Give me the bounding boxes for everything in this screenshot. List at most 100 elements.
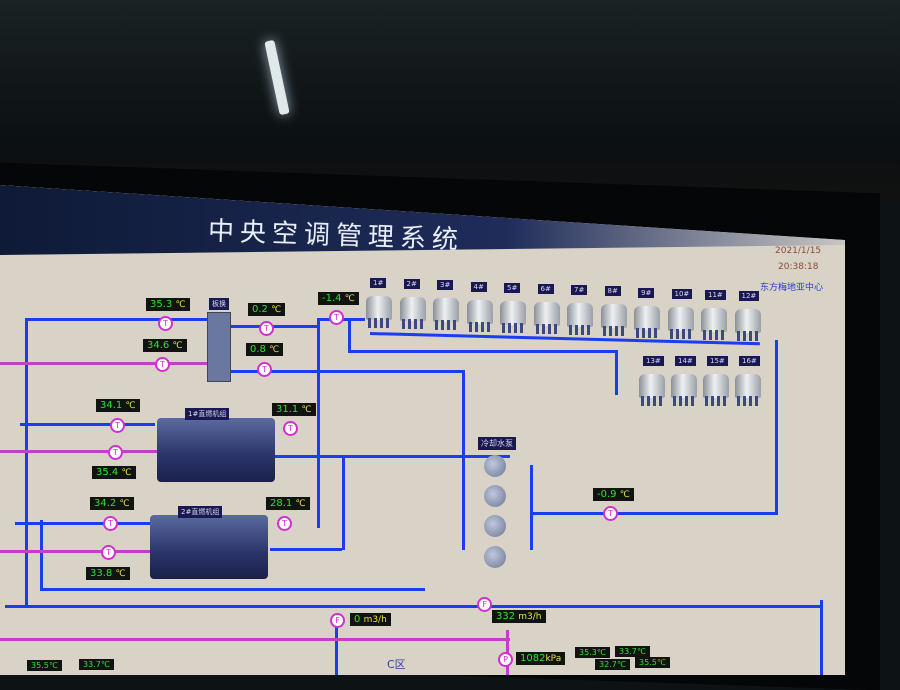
temp-readout: -1.4 ℃ [318, 292, 359, 305]
cooling-tower[interactable] [637, 368, 667, 406]
cooling-tower-label: 8# [604, 286, 621, 297]
temp-readout: 0.2 ℃ [248, 303, 286, 316]
pressure-readout: 1082kPa [516, 652, 566, 665]
tower-legs [669, 328, 692, 339]
cooling-tower-label: 9# [638, 287, 655, 298]
date: 2021/1/15 [775, 246, 822, 256]
pipe [5, 605, 820, 608]
cooling-tower[interactable] [669, 368, 699, 406]
cooling-tower-label: 6# [537, 284, 554, 294]
cooling-tower[interactable] [398, 291, 428, 330]
pipe-hot [0, 450, 160, 453]
temperature-sensor[interactable]: T [155, 357, 170, 372]
chiller-1[interactable] [157, 418, 275, 482]
flow-readout: 0 m3/h [350, 613, 391, 626]
manifold-label: 板换 [209, 298, 229, 310]
pipe [775, 340, 778, 515]
pipe [530, 465, 533, 550]
temperature-sensor[interactable]: T [277, 516, 292, 531]
cooling-tower[interactable] [565, 297, 595, 336]
chiller-1-label: 1#直燃机组 [185, 408, 230, 420]
tower-legs [502, 322, 524, 333]
tower-body [639, 374, 665, 398]
flow-readout: 332 m3/h [492, 610, 546, 623]
temperature-sensor[interactable]: T [103, 516, 118, 531]
tower-body [567, 303, 593, 328]
cooling-tower[interactable] [699, 302, 729, 340]
tower-legs [705, 396, 727, 406]
pipe [270, 548, 342, 551]
cooling-tower[interactable] [666, 301, 696, 339]
cooling-tower[interactable] [733, 303, 763, 342]
pump-2[interactable] [484, 485, 506, 507]
temp-readout: 35.3 ℃ [146, 298, 190, 311]
pump-4[interactable] [484, 546, 506, 568]
cooling-tower[interactable] [364, 290, 394, 328]
tower-body [466, 299, 493, 324]
cooling-tower-label: 1# [370, 278, 387, 288]
cooling-tower-label: 2# [403, 279, 420, 290]
temperature-sensor[interactable]: T [108, 445, 123, 460]
cooling-tower-label: 12# [738, 291, 760, 302]
cooling-tower[interactable] [632, 300, 662, 338]
ceiling-lamp [264, 39, 290, 116]
tower-body [600, 304, 627, 329]
pipe [40, 520, 43, 590]
flow-sensor[interactable]: F [477, 597, 492, 612]
cooling-tower-label: 11# [705, 290, 726, 300]
tower-legs [673, 396, 695, 406]
cooling-tower[interactable] [701, 368, 731, 406]
pipe [25, 318, 210, 321]
temperature-sensor[interactable]: T [329, 310, 344, 325]
pump-3[interactable] [484, 515, 506, 537]
temp-readout: 34.2 ℃ [90, 497, 134, 510]
chiller-2[interactable] [150, 515, 268, 579]
temperature-sensor[interactable]: T [259, 321, 274, 336]
temp-readout: 33.8 ℃ [86, 567, 130, 580]
pipe [20, 423, 155, 426]
pipe [230, 325, 320, 328]
tower-body [734, 309, 761, 334]
temp-readout: 31.1 ℃ [272, 403, 316, 416]
temp-readout: 34.1 ℃ [96, 399, 140, 412]
temp-readout: 33.7℃ [615, 646, 650, 657]
flow-sensor[interactable]: F [330, 613, 345, 628]
tower-body [667, 306, 694, 331]
cooling-tower[interactable] [599, 298, 629, 337]
pipe [25, 318, 28, 608]
tower-legs [569, 325, 591, 336]
cooling-tower-label: 10# [671, 288, 693, 299]
tower-body [671, 374, 697, 398]
pipe [462, 370, 465, 550]
temp-readout: 0.8 ℃ [246, 343, 284, 356]
pipe-hot [0, 362, 210, 365]
pump-1[interactable] [484, 455, 506, 477]
pipe [348, 350, 618, 353]
pipe [317, 318, 320, 528]
tower-body [533, 302, 560, 326]
cooling-tower[interactable] [733, 368, 763, 406]
temperature-sensor[interactable]: T [158, 316, 173, 331]
pressure-sensor[interactable]: P [498, 652, 513, 667]
pump-group-label: 冷却水泵 [478, 437, 516, 450]
cooling-tower[interactable] [431, 292, 461, 331]
tower-legs [368, 318, 390, 328]
temperature-sensor[interactable]: T [283, 421, 298, 436]
temperature-sensor[interactable]: T [257, 362, 272, 377]
temperature-sensor[interactable]: T [110, 418, 125, 433]
tower-legs [703, 330, 725, 340]
pipe [270, 455, 510, 458]
cooling-tower[interactable] [498, 295, 528, 333]
organization-name: 东方梅地亚中心 [760, 283, 824, 293]
pipe [348, 318, 351, 353]
temperature-sensor[interactable]: T [101, 545, 116, 560]
tower-legs [602, 326, 625, 337]
cooling-tower[interactable] [532, 296, 562, 334]
tower-legs [641, 396, 663, 406]
tower-body [634, 305, 660, 330]
tower-body [399, 297, 426, 322]
temp-readout: 35.5℃ [635, 657, 670, 668]
temperature-sensor[interactable]: T [603, 506, 618, 521]
tower-body [433, 298, 459, 323]
cooling-tower[interactable] [465, 294, 495, 332]
